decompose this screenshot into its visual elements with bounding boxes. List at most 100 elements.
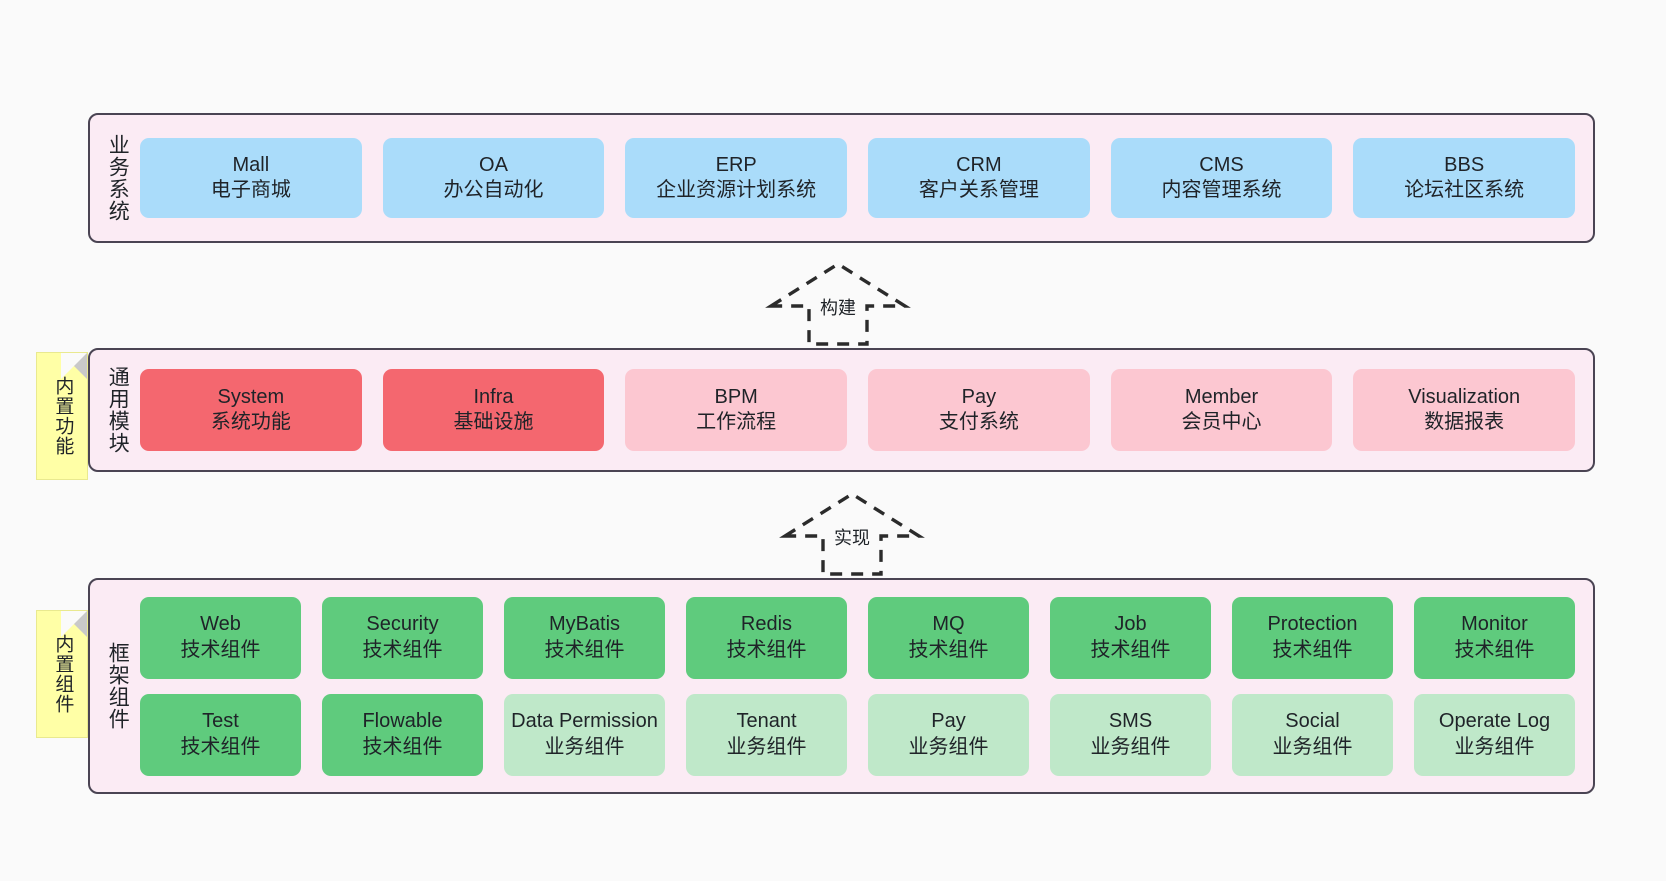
component-name: Protection [1267,613,1358,636]
component-box[interactable]: Visualization 数据报表 [1353,369,1576,451]
fold-corner-cut-icon [61,611,87,637]
component-subtitle: 论坛社区系统 [1404,179,1525,201]
component-name: Job [1114,613,1147,636]
component-subtitle: 技术组件 [362,638,443,661]
component-name: Operate Log [1438,710,1551,733]
component-subtitle: 系统功能 [210,411,291,433]
component-box[interactable]: CMS 内容管理系统 [1110,138,1333,218]
component-subtitle: 企业资源计划系统 [656,179,817,201]
component-name: Flowable [362,710,443,733]
component-box[interactable]: ERP 企业资源计划系统 [625,138,848,218]
component-subtitle: 技术组件 [362,735,443,758]
component-name: Social [1285,710,1340,733]
arrow-build-label: 构建 [820,298,856,318]
component-name: Test [202,710,239,733]
component-name: Tenant [736,710,797,733]
component-name: Web [200,613,241,636]
component-box[interactable]: OA 办公自动化 [382,138,605,218]
layer-title-modules: 通用模块 [106,366,130,454]
component-subtitle: 技术组件 [544,638,625,661]
component-name: Pay [961,385,997,408]
component-name: OA [479,153,508,176]
component-name: CRM [956,153,1002,176]
component-subtitle: 业务组件 [1454,735,1535,758]
component-subtitle: 基础设施 [453,411,534,433]
component-name: Member [1184,385,1259,408]
layer-title-framework: 框架组件 [106,642,130,730]
component-name: MQ [932,613,965,636]
component-name: Data Permission [511,710,658,733]
component-subtitle: 技术组件 [908,638,989,661]
arrow-implement: 实现 [777,488,927,578]
component-box[interactable]: Infra 基础设施 [382,369,605,451]
component-name: Monitor [1461,613,1528,636]
component-name: Infra [473,385,514,408]
component-subtitle: 会员中心 [1181,411,1262,433]
component-name: System [217,385,285,408]
component-subtitle: 技术组件 [180,735,261,758]
component-subtitle: 业务组件 [1090,735,1171,758]
component-subtitle: 技术组件 [1090,638,1171,661]
component-subtitle: 技术组件 [1272,638,1353,661]
component-subtitle: 技术组件 [1454,638,1535,661]
component-name: MyBatis [548,613,621,636]
sticky-note-builtin-components: 内置组件 [36,610,88,738]
component-subtitle: 办公自动化 [443,179,544,201]
component-subtitle: 业务组件 [908,735,989,758]
component-box[interactable]: Member 会员中心 [1110,369,1333,451]
component-name: Visualization [1408,385,1521,408]
sticky-note-label: 内置组件 [52,634,74,714]
layer-body-business: Mall 电子商城 OA 办公自动化 ERP 企业资源计划系统 CRM 客户关系管理 CMS 内容… [134,115,1593,241]
component-name: Mall [232,153,270,176]
layer-business-systems: 业务系统 Mall 电子商城 OA 办公自动化 ERP 企业资源计划系统 CRM 客户关系管理… [88,113,1595,243]
component-subtitle: 电子商城 [210,179,291,201]
component-name: ERP [715,153,757,176]
component-subtitle: 支付系统 [938,411,1019,433]
component-subtitle: 技术组件 [180,638,261,661]
component-subtitle: 数据报表 [1424,411,1505,433]
component-subtitle: 内容管理系统 [1161,179,1282,201]
layer-title-business: 业务系统 [106,134,130,222]
component-box[interactable]: Pay 支付系统 [868,369,1090,451]
component-subtitle: 客户关系管理 [918,179,1039,201]
component-box[interactable]: System 系统功能 [140,369,362,451]
component-name: Redis [740,613,793,636]
component-subtitle: 业务组件 [544,735,625,758]
arrow-build: 构建 [763,258,913,348]
component-name: SMS [1108,710,1153,733]
component-box[interactable]: Mall 电子商城 [140,138,362,218]
arrow-implement-label: 实现 [834,528,870,548]
component-box[interactable]: CRM 客户关系管理 [868,138,1090,218]
component-name: BPM [714,385,758,408]
component-box[interactable]: BBS 论坛社区系统 [1353,138,1576,218]
component-name: CMS [1199,153,1244,176]
component-subtitle: 业务组件 [726,735,807,758]
component-name: Security [366,613,439,636]
component-subtitle: 业务组件 [1272,735,1353,758]
layer-row: Mall 电子商城 OA 办公自动化 ERP 企业资源计划系统 CRM 客户关系管理 CMS 内容… [140,138,1576,218]
component-name: BBS [1444,153,1485,176]
